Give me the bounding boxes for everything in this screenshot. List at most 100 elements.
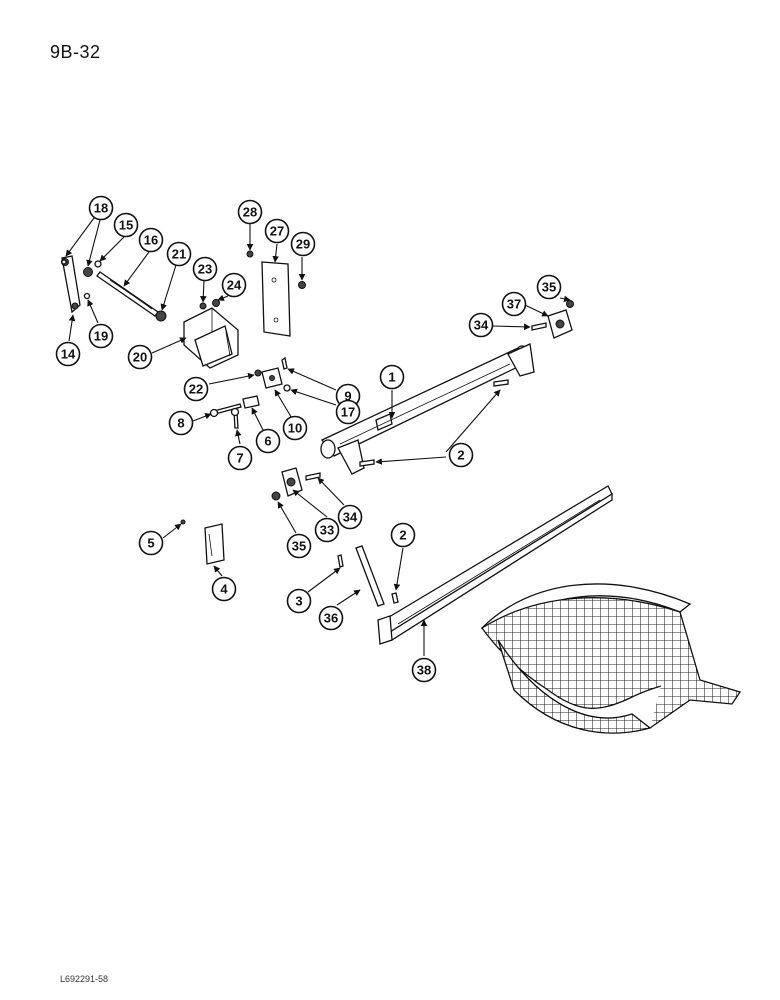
svg-text:15: 15 xyxy=(119,218,133,233)
callout-21: 21 xyxy=(166,241,192,267)
callout-10: 10 xyxy=(282,415,308,441)
callout-14: 14 xyxy=(55,341,81,367)
part-bolt-8 xyxy=(209,403,242,418)
callout-8: 8 xyxy=(168,410,194,436)
callout-16: 16 xyxy=(138,227,164,253)
part-bolt-2b xyxy=(359,459,375,467)
svg-text:5: 5 xyxy=(147,536,154,551)
svg-text:3: 3 xyxy=(295,594,302,609)
part-nut-35a xyxy=(566,300,574,308)
part-flange-37 xyxy=(547,309,573,339)
part-nut-21 xyxy=(155,310,167,322)
callout-37: 37 xyxy=(501,291,527,317)
callout-3: 3 xyxy=(286,588,312,614)
callout-34-top: 34 xyxy=(468,312,494,338)
part-bolt-2a xyxy=(493,379,509,387)
svg-text:19: 19 xyxy=(94,329,108,344)
callout-24: 24 xyxy=(221,272,247,298)
part-nut-22 xyxy=(254,369,262,377)
svg-text:2: 2 xyxy=(457,448,464,463)
callout-6: 6 xyxy=(255,428,281,454)
svg-text:38: 38 xyxy=(417,663,431,678)
callout-17: 17 xyxy=(335,399,361,425)
part-rail-38 xyxy=(377,485,613,645)
part-plate-27 xyxy=(261,261,291,337)
svg-text:16: 16 xyxy=(144,233,158,248)
svg-text:34: 34 xyxy=(474,318,489,333)
svg-text:28: 28 xyxy=(243,205,257,220)
callout-36: 36 xyxy=(318,605,344,631)
svg-text:8: 8 xyxy=(177,416,184,431)
callout-18: 18 xyxy=(88,195,114,221)
page-number: 9B-32 xyxy=(50,42,101,62)
callout-20: 20 xyxy=(127,344,153,370)
callout-2-rail: 2 xyxy=(390,522,416,548)
part-washer-17 xyxy=(283,384,291,392)
part-screw-5 xyxy=(180,519,186,525)
part-rod xyxy=(96,271,159,317)
svg-text:17: 17 xyxy=(341,405,355,420)
part-pin-3 xyxy=(337,554,344,568)
callout-19: 19 xyxy=(88,323,114,349)
callout-23: 23 xyxy=(192,256,218,282)
part-block-10 xyxy=(261,367,283,389)
svg-text:37: 37 xyxy=(507,297,521,312)
svg-text:29: 29 xyxy=(296,237,310,252)
svg-text:14: 14 xyxy=(61,347,76,362)
part-strap-36 xyxy=(355,545,385,607)
part-bolt-23 xyxy=(199,302,207,310)
callout-33: 33 xyxy=(314,517,340,543)
part-bolt-28 xyxy=(246,250,254,258)
callout-27: 27 xyxy=(264,218,290,244)
part-washer-15 xyxy=(94,260,102,268)
callout-35-top: 35 xyxy=(536,274,562,300)
svg-text:24: 24 xyxy=(227,278,242,293)
callout-15: 15 xyxy=(113,212,139,238)
callout-1: 1 xyxy=(379,364,405,390)
part-bolt-34a xyxy=(531,322,547,331)
callout-38: 38 xyxy=(411,657,437,683)
part-bolt-7 xyxy=(230,407,240,429)
part-flange-33 xyxy=(281,467,303,497)
part-panel-4 xyxy=(204,523,225,565)
reference-code: L692291-58 xyxy=(60,974,109,984)
part-bolt-34b xyxy=(305,472,321,481)
svg-text:35: 35 xyxy=(292,539,306,554)
svg-text:27: 27 xyxy=(270,224,284,239)
svg-text:21: 21 xyxy=(172,247,186,262)
callout-35-lower: 35 xyxy=(286,533,312,559)
part-pin-2c xyxy=(391,592,399,604)
svg-text:36: 36 xyxy=(324,611,338,626)
leader-lines xyxy=(65,217,571,656)
part-nut-29 xyxy=(298,281,306,289)
part-nut-35b xyxy=(271,491,281,501)
callout-2-tube: 2 xyxy=(448,442,474,468)
callout-7: 7 xyxy=(227,445,253,471)
callout-4: 4 xyxy=(211,576,237,602)
callout-34-lower: 34 xyxy=(337,504,363,530)
svg-text:34: 34 xyxy=(343,510,358,525)
part-pin-19 xyxy=(83,292,91,300)
svg-text:18: 18 xyxy=(94,201,108,216)
svg-text:10: 10 xyxy=(288,421,302,436)
svg-text:4: 4 xyxy=(220,582,228,597)
svg-text:35: 35 xyxy=(542,280,556,295)
part-tube-1 xyxy=(320,343,535,475)
part-bracket-20 xyxy=(183,307,239,369)
svg-text:20: 20 xyxy=(133,350,147,365)
svg-text:2: 2 xyxy=(399,528,406,543)
svg-text:1: 1 xyxy=(388,370,395,385)
svg-text:9: 9 xyxy=(344,389,351,404)
svg-text:33: 33 xyxy=(320,523,334,538)
svg-text:23: 23 xyxy=(198,262,212,277)
callout-22: 22 xyxy=(183,376,209,402)
svg-text:7: 7 xyxy=(236,451,243,466)
callout-5: 5 xyxy=(138,530,164,556)
part-nut-24 xyxy=(212,299,220,307)
callout-29: 29 xyxy=(290,231,316,257)
part-plate-6 xyxy=(242,395,260,409)
part-concave-grate xyxy=(480,583,742,734)
svg-text:22: 22 xyxy=(189,382,203,397)
callout-28: 28 xyxy=(237,199,263,225)
